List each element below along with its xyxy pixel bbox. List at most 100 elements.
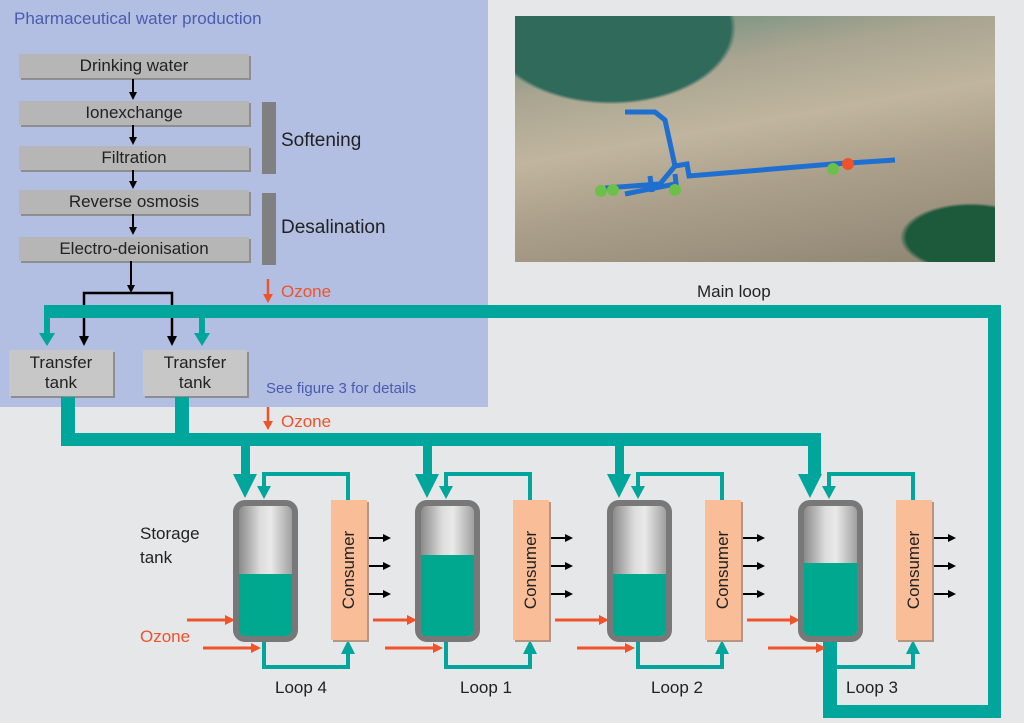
step-drinking-water: Drinking water [19, 54, 249, 78]
ozone-label-tanks: Ozone [140, 627, 191, 646]
tank-feed-arrow [415, 474, 439, 498]
consumer-loop2: Consumer [705, 500, 741, 640]
consumer-loop4: Consumer [331, 500, 367, 640]
consumer-inlet-arrow [523, 640, 537, 654]
step-reverse-osmosis: Reverse osmosis [19, 190, 249, 214]
step-ionexchange: Ionexchange [19, 101, 249, 125]
consumer-outlet-arrow [757, 534, 765, 542]
consumer-outlet-arrow [948, 534, 956, 542]
site-marker-green-3 [669, 184, 681, 196]
storage-label-line2: tank [140, 548, 173, 567]
production-title: Pharmaceutical water production [14, 9, 262, 28]
consumer-outlet-arrow [565, 562, 573, 570]
loop-label-3: Loop 3 [846, 678, 898, 697]
step-filtration: Filtration [19, 146, 249, 170]
storage-tank-label: Storage tank [140, 522, 200, 570]
main-loop-right [988, 305, 1001, 718]
storage-tank-loop1 [415, 500, 480, 642]
storage-loops [187, 446, 956, 669]
loop-label-2: Loop 2 [651, 678, 703, 697]
route-line [625, 109, 896, 179]
transfer-tank-2: Transfer tank [143, 350, 247, 396]
transfer-tank-1: Transfer tank [9, 350, 113, 396]
transfer-tank-1-line2: tank [44, 373, 78, 392]
distribution-header [61, 433, 821, 446]
consumer-outlet-arrow [565, 590, 573, 598]
arrowhead [127, 285, 135, 293]
consumer-inlet-arrow [906, 640, 920, 654]
return-arrow [439, 486, 453, 499]
ozone-label-distribution: Ozone [281, 412, 332, 431]
arrowhead [129, 137, 137, 145]
feed-arrow-left [39, 333, 55, 346]
consumer-outlet-arrow [383, 534, 391, 542]
main-loop-caption: Main loop [697, 282, 771, 301]
ozone-injection-arrow [816, 643, 826, 653]
feed-right-drop [199, 305, 205, 335]
consumer-return-pipe [636, 472, 724, 500]
transfer-tank-1-line1: Transfer [29, 353, 93, 372]
step-electro-deionisation: Electro-deionisation [19, 237, 249, 261]
return-arrow [631, 486, 645, 499]
loop-label-1: Loop 1 [460, 678, 512, 697]
consumer-outlet-arrow [383, 562, 391, 570]
tank-feed-arrow [607, 474, 631, 498]
loop3-feed-pipe [808, 446, 821, 476]
return-arrow [257, 486, 271, 499]
consumer-return-pipe [262, 472, 350, 500]
figure-reference-note: See figure 3 for details [266, 380, 417, 397]
tank-to-consumer-pipe [636, 642, 724, 669]
arrowhead [167, 336, 177, 346]
consumer-outlet-arrow [757, 562, 765, 570]
feed-arrow-right [194, 333, 210, 346]
arrowhead [129, 227, 137, 235]
consumer-return-pipe [444, 472, 532, 500]
consumer-outlet-arrow [757, 590, 765, 598]
tank-to-consumer-pipe [827, 642, 915, 669]
softening-bracket [262, 102, 276, 174]
arrowhead [263, 421, 273, 430]
water-level [804, 563, 857, 636]
transfer-tank-2-line1: Transfer [163, 353, 227, 372]
transfer-tank-2-line2: tank [178, 373, 212, 392]
ozone-injection-arrow [599, 615, 609, 625]
main-loop-return [823, 642, 837, 718]
feed-left-drop [44, 305, 50, 335]
consumer-loop1: Consumer [513, 500, 549, 640]
tank-feed-pipe [615, 446, 624, 476]
storage-label-line1: Storage [140, 524, 200, 543]
consumer-loop3: Consumer [896, 500, 932, 640]
storage-tank-loop3 [798, 500, 863, 642]
desalination-bracket [262, 193, 276, 265]
ozone-injection-arrow [625, 643, 635, 653]
storage-tank-loop2 [607, 500, 672, 642]
tank-feed-arrow [233, 474, 257, 498]
site-marker-green-2 [607, 184, 619, 196]
consumer-inlet-arrow [341, 640, 355, 654]
main-loop-route-overlay [595, 109, 896, 197]
tank-feed-pipe [423, 446, 432, 476]
softening-label: Softening [281, 130, 362, 151]
consumer-label: Consumer [713, 530, 732, 610]
ozone-injection-arrows [263, 279, 273, 430]
main-loop-top [44, 305, 1001, 318]
consumer-inlet-arrow [715, 640, 729, 654]
tank-to-consumer-pipe [444, 642, 532, 669]
consumer-outlet-arrow [383, 590, 391, 598]
water-level [239, 573, 292, 636]
ozone-injection-arrow [433, 643, 443, 653]
ozone-label-main: Ozone [281, 282, 332, 301]
aerial-site-photo [515, 16, 995, 262]
storage-tank-loop4 [233, 500, 298, 642]
ozone-injection-arrow [407, 615, 417, 625]
ozone-injection-arrow [790, 615, 800, 625]
main-loop-pipe [39, 305, 1001, 718]
water-level [421, 555, 474, 636]
water-level [613, 573, 666, 636]
consumer-label: Consumer [521, 530, 540, 610]
site-marker-red [842, 158, 854, 170]
consumer-outlet-arrow [565, 534, 573, 542]
main-loop-bottom [823, 705, 1001, 718]
tank-feed-arrow [798, 474, 822, 498]
